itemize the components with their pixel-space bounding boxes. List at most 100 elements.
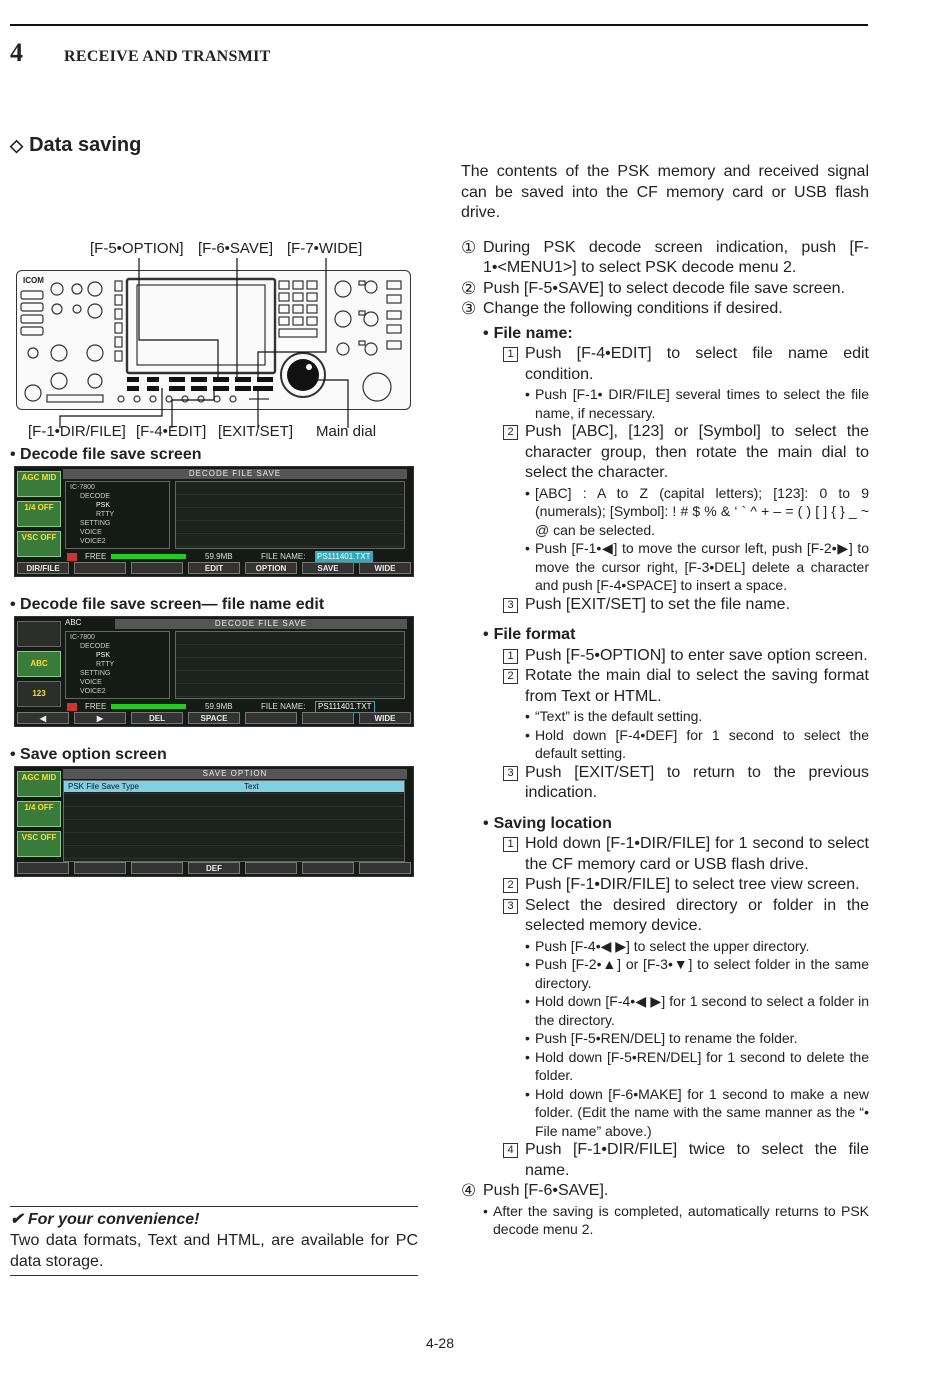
tree-folder-psk[interactable]: PSK	[96, 502, 111, 509]
file-name-label: FILE NAME:	[261, 552, 306, 561]
free-space-bar	[111, 554, 186, 559]
key-f7[interactable]	[359, 862, 411, 874]
key-f7-wide[interactable]: WIDE	[359, 562, 411, 574]
key-f6[interactable]	[302, 862, 354, 874]
group-saving-location-heading: •Saving location	[483, 814, 612, 832]
key-f3[interactable]	[131, 862, 183, 874]
callout-lines	[59, 258, 349, 428]
key-f5[interactable]	[245, 862, 297, 874]
note: After the saving is completed, automatic…	[483, 1202, 869, 1239]
free-value: 59.9MB	[205, 552, 233, 561]
key-f4-def[interactable]: DEF	[188, 862, 240, 874]
tree-folder-voice[interactable]: VOICE	[80, 529, 102, 536]
agc-button[interactable]: AGC MID	[17, 471, 61, 497]
media-icon	[67, 553, 77, 561]
agc-button[interactable]: AGC MID	[17, 771, 61, 797]
key-space[interactable]: SPACE	[188, 712, 240, 724]
step-text: Push [F-5•SAVE] to select decode file sa…	[483, 279, 845, 297]
intro-paragraph: The contents of the PSK memory and recei…	[461, 163, 869, 221]
file-name-label: FILE NAME:	[261, 702, 306, 711]
key-f5-option[interactable]: OPTION	[245, 562, 297, 574]
key-del[interactable]: DEL	[131, 712, 183, 724]
tree-folder-voice[interactable]: VOICE	[80, 679, 102, 686]
abc-button[interactable]: ABC	[17, 651, 61, 677]
key-cursor-right[interactable]: ▶	[74, 712, 126, 724]
free-label: FREE	[85, 702, 107, 711]
caption-save-option: • Save option screen	[10, 746, 167, 763]
tree-folder-psk[interactable]: PSK	[96, 652, 111, 659]
key-f6-save[interactable]: SAVE	[302, 562, 354, 574]
attenuator-button[interactable]: 1/4 OFF	[17, 801, 61, 827]
option-row-label: PSK File Save Type	[68, 782, 139, 791]
key-f2[interactable]	[74, 862, 126, 874]
tree-folder-decode[interactable]: DECODE	[80, 643, 110, 650]
tree-folder-rtty[interactable]: RTTY	[96, 511, 115, 518]
tree-folder-voice2[interactable]: VOICE2	[80, 688, 106, 695]
label-main-dial: Main dial	[316, 423, 377, 440]
tree-folder-rtty[interactable]: RTTY	[96, 661, 115, 668]
option-row-psk-file-save-type[interactable]: PSK File Save Type Text	[64, 781, 404, 792]
screen-title: DECODE FILE SAVE	[63, 469, 407, 479]
step-number: ①	[461, 237, 477, 257]
option-row-value: Text	[244, 782, 259, 791]
tree-folder-setting[interactable]: SETTING	[80, 670, 111, 677]
convenience-title: ✔ For your convenience!	[10, 1211, 200, 1228]
status-line: FREE 59.9MB FILE NAME: PS111401.TXT	[65, 551, 405, 563]
vsc-button[interactable]: VSC OFF	[17, 531, 61, 557]
step-number: ②	[461, 278, 477, 298]
key-f1[interactable]	[17, 862, 69, 874]
section-heading: ◇Data saving	[10, 134, 141, 157]
tree-root[interactable]: IC-7800	[70, 634, 95, 641]
free-label: FREE	[85, 552, 107, 561]
media-icon	[67, 703, 77, 711]
key-f3[interactable]	[131, 562, 183, 574]
screen-title: SAVE OPTION	[63, 769, 407, 779]
attenuator-button[interactable]: 1/4 OFF	[17, 501, 61, 527]
key-f2[interactable]	[74, 562, 126, 574]
num-123-button[interactable]: 123	[17, 681, 61, 707]
instructions-column: The contents of the PSK memory and recei…	[461, 162, 869, 1239]
tree-folder-voice2[interactable]: VOICE2	[80, 538, 106, 545]
directory-tree[interactable]: IC-7800 DECODE PSK RTTY SETTING VOICE VO…	[65, 631, 170, 699]
tree-folder-setting[interactable]: SETTING	[80, 520, 111, 527]
label-f1-dirfile: [F-1•DIR/FILE]	[28, 423, 126, 440]
key-f6[interactable]	[302, 712, 354, 724]
file-name-edit-screen: ABC ABC 123 DECODE FILE SAVE IC-7800 DEC…	[14, 616, 414, 727]
step-number: ④	[461, 1181, 477, 1200]
step-text: Change the following conditions if desir…	[483, 300, 783, 317]
step-number: ③	[461, 299, 477, 318]
group-file-name-heading: •File name:	[483, 324, 573, 342]
file-list-panel[interactable]	[175, 631, 405, 699]
tree-folder-decode[interactable]: DECODE	[80, 493, 110, 500]
convenience-body: Two data formats, Text and HTML, are ava…	[10, 1232, 418, 1270]
key-f1[interactable]: DIR/FILE	[17, 562, 69, 574]
side-key-blank[interactable]	[17, 621, 61, 647]
note: [ABC] : A to Z (capital letters); [123]:…	[525, 484, 869, 540]
free-space-bar	[111, 704, 186, 709]
key-cursor-left[interactable]: ◀	[17, 712, 69, 724]
directory-tree[interactable]: IC-7800 DECODE PSK RTTY SETTING VOICE VO…	[65, 481, 170, 549]
key-f5[interactable]	[245, 712, 297, 724]
chapter-title: RECEIVE AND TRANSMIT	[64, 48, 271, 65]
brand-logo: ICOM	[23, 276, 44, 285]
caption-decode-file-save: • Decode file save screen	[10, 446, 202, 463]
save-option-screen: AGC MID 1/4 OFF VSC OFF SAVE OPTION PSK …	[14, 766, 414, 877]
tree-root[interactable]: IC-7800	[70, 484, 95, 491]
key-f4-edit[interactable]: EDIT	[188, 562, 240, 574]
option-list: PSK File Save Type Text	[63, 780, 405, 862]
file-list-panel[interactable]	[175, 481, 405, 549]
key-f7-wide[interactable]: WIDE	[359, 712, 411, 724]
note: Push [F-4•◀ ▶] to select the upper direc…	[525, 937, 869, 956]
vsc-button[interactable]: VSC OFF	[17, 831, 61, 857]
header-rule	[10, 24, 868, 26]
label-f4-edit: [F-4•EDIT]	[136, 423, 207, 440]
